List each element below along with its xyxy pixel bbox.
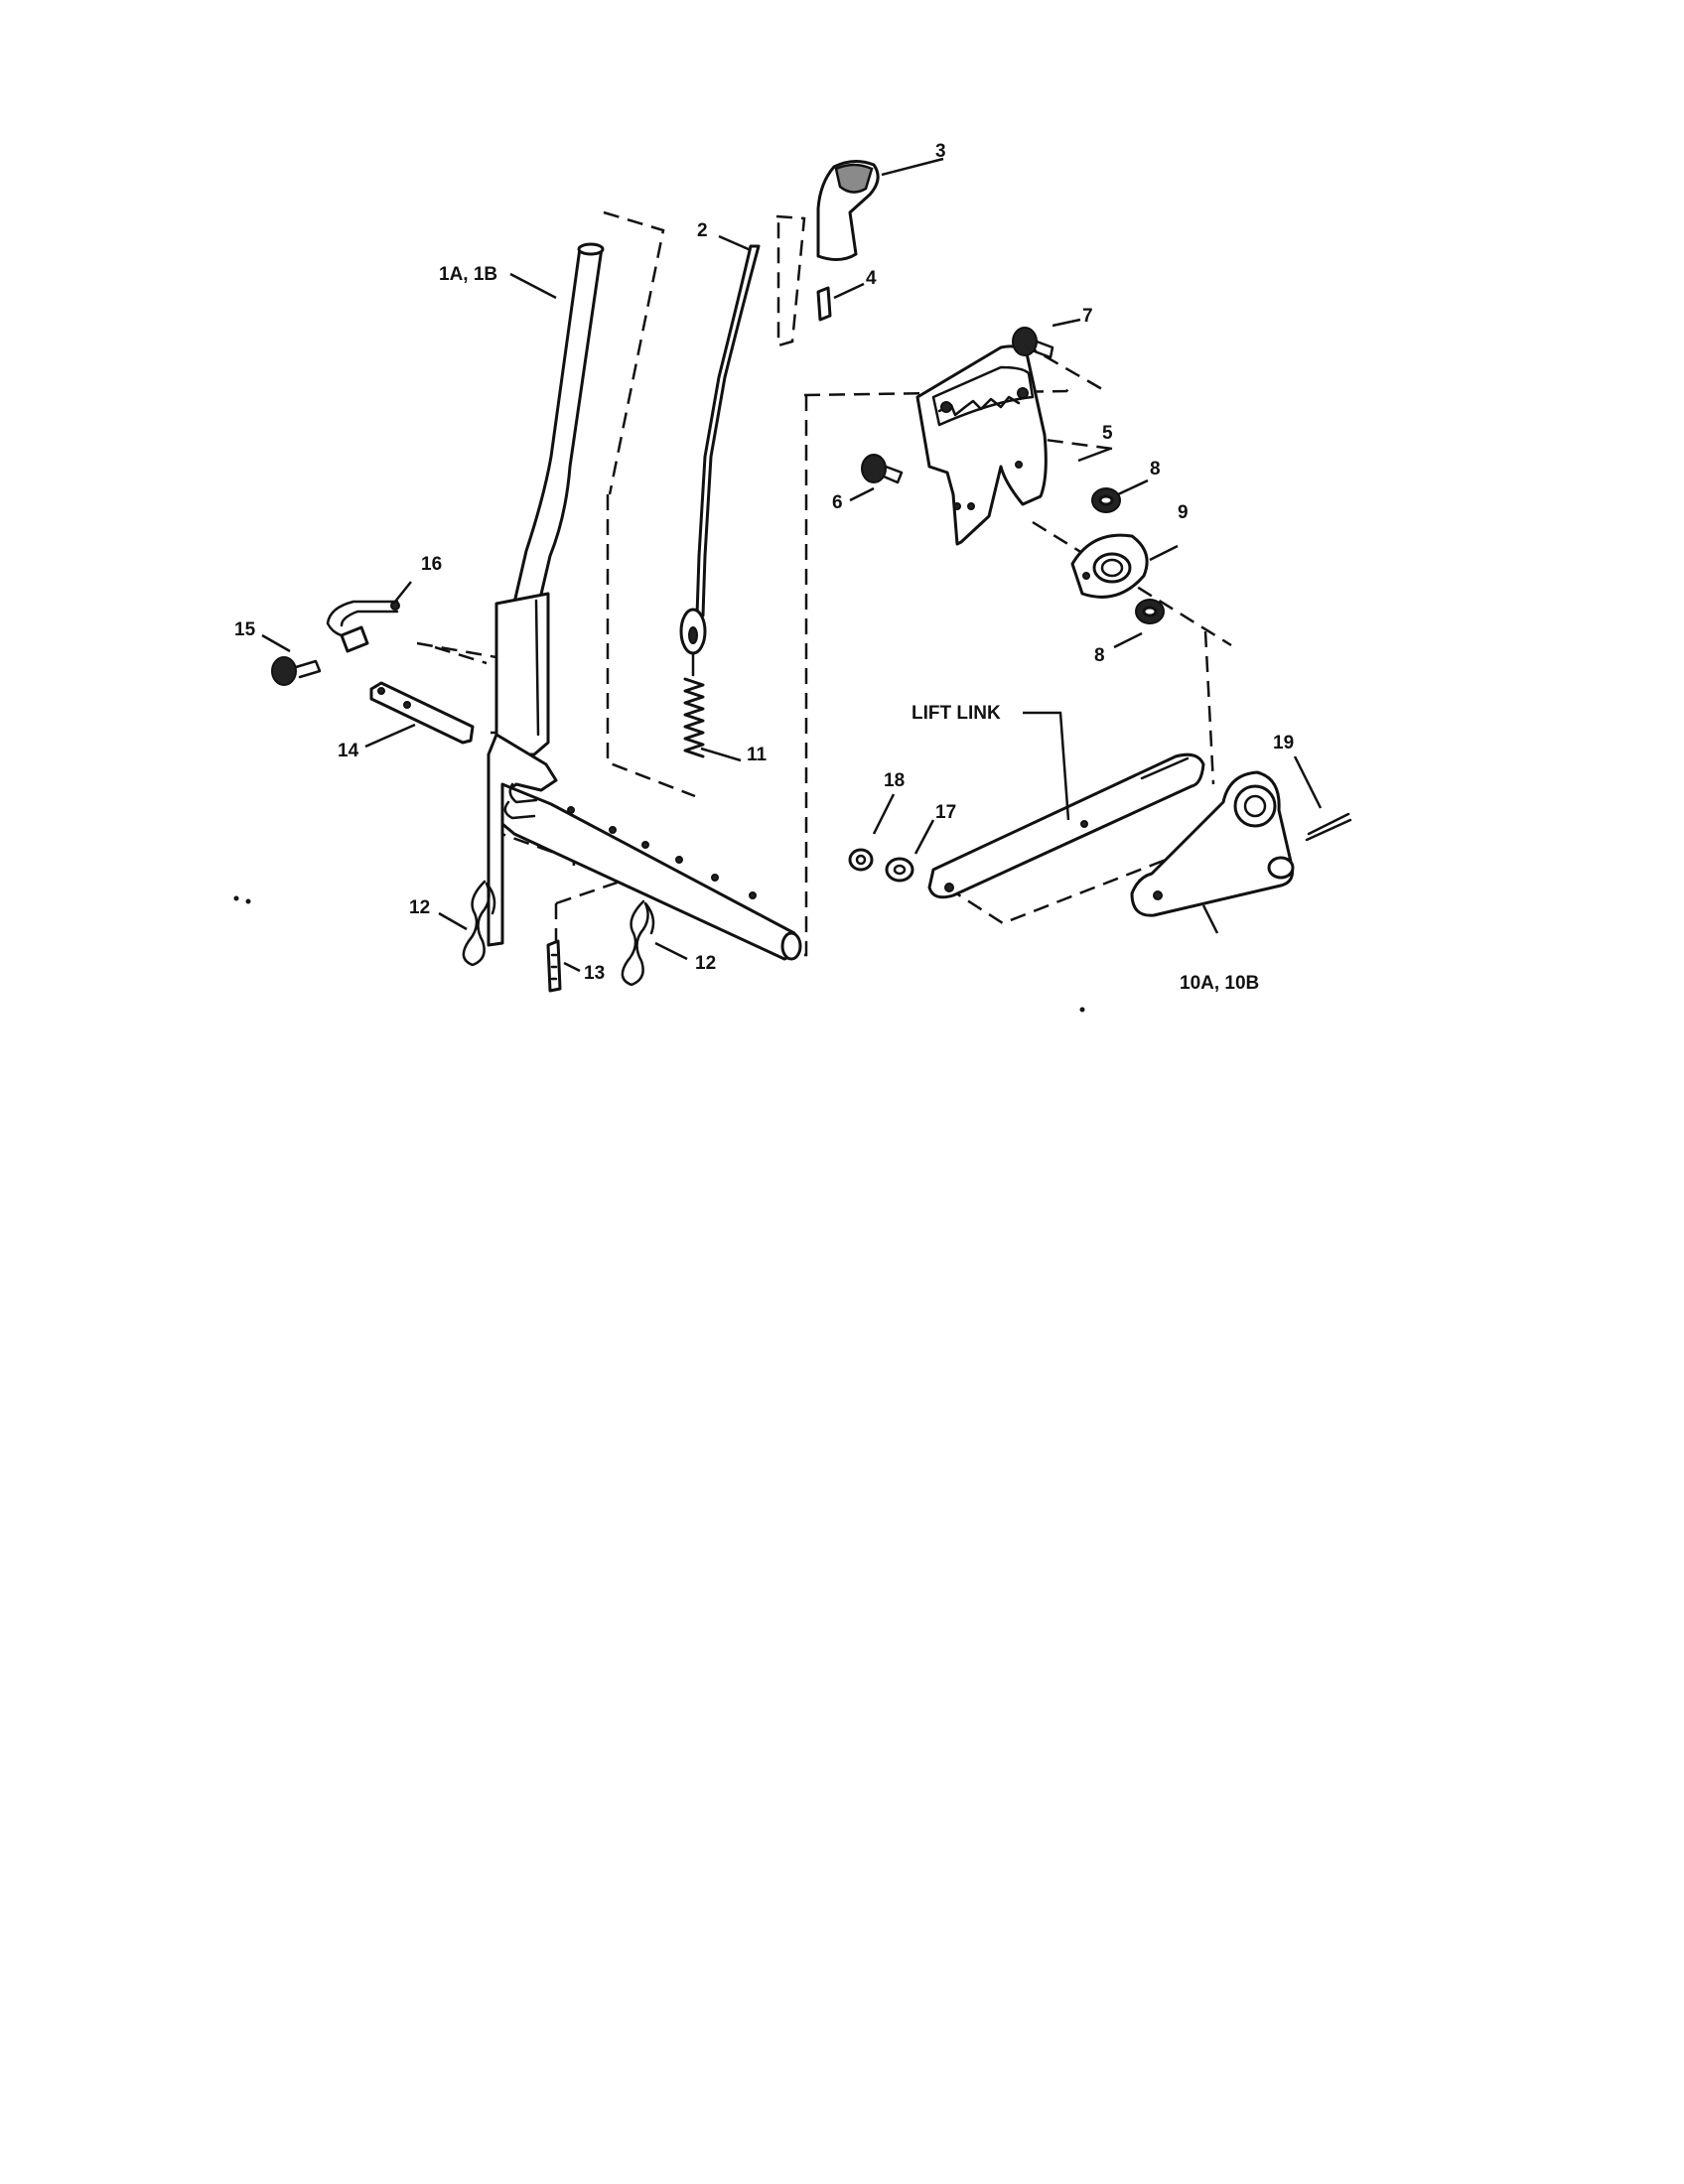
callout-6: 6 [832,492,843,513]
callout-1ab: 1A, 1B [439,264,497,285]
bolt-6 [861,454,904,484]
flange-bearing-9 [1070,533,1149,599]
callout-11: 11 [747,745,768,765]
washer-18 [848,848,874,872]
callout-9: 9 [1178,502,1189,523]
callout-labels: 1A, 1B 2 3 4 5 6 7 8 8 9 10A, 10B 11 12 … [234,141,1294,994]
callout-14: 14 [338,741,359,761]
washer-17 [885,857,914,883]
lift-link [927,752,1205,899]
bell-crank-10ab [1130,770,1295,917]
callout-8a: 8 [1150,459,1161,479]
callout-4: 4 [866,268,877,289]
callout-7: 7 [1082,306,1093,327]
callout-17: 17 [935,802,956,823]
callout-13: 13 [584,963,605,984]
callout-12a: 12 [409,897,430,918]
callout-15: 15 [234,619,256,640]
scan-specks [233,895,1085,1013]
spring-11 [683,651,705,758]
callout-leaders [261,157,1323,973]
insert-4 [816,286,832,322]
nut-8-lower [1135,599,1165,624]
callout-5: 5 [1102,423,1113,444]
callout-lift-link: LIFT LINK [912,703,1001,724]
callout-2: 2 [697,220,708,241]
quadrant-plate-5 [915,344,1048,546]
callout-8b: 8 [1094,645,1105,666]
callout-16: 16 [421,554,442,575]
roll-pin-13 [546,939,562,993]
rod-2 [679,244,761,655]
callout-18: 18 [884,770,905,791]
screw-15 [271,656,322,686]
u-bracket-16 [326,600,400,653]
lever-tube-1ab [487,242,802,961]
bolt-7 [1012,327,1054,359]
callout-10ab: 10A, 10B [1180,973,1259,994]
hairpin-clip-12-left [462,880,496,967]
callout-19: 19 [1273,733,1294,753]
nut-8-upper [1091,487,1121,513]
bar-14 [369,681,475,745]
grip-handle-3 [816,160,880,261]
callout-12b: 12 [695,953,716,974]
cotter-pin-19 [1305,812,1352,842]
hairpin-clip-12-right [621,899,655,987]
callout-3: 3 [935,141,946,162]
